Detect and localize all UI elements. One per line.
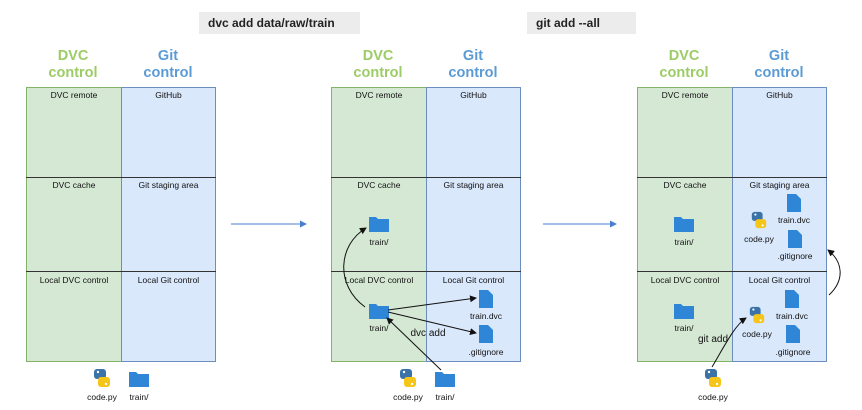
dvc-header-text: DVC control: [353, 48, 403, 81]
folder-icon: [369, 217, 389, 232]
dvc-cache-label: DVC cache: [663, 180, 707, 190]
code-py-label: code.py: [698, 392, 728, 402]
git-control-header: Git control: [121, 48, 215, 82]
dvc-remote-label: DVC remote: [355, 90, 403, 100]
dvc-add-arrow-label: dvc add: [410, 328, 446, 339]
github-label: GitHub: [460, 90, 487, 100]
github-label: GitHub: [155, 90, 182, 100]
folder-icon: [435, 372, 455, 387]
gitignore-label: .gitignore: [468, 347, 504, 357]
code-py-label: code.py: [742, 329, 772, 339]
train-folder-label: train/: [369, 323, 389, 333]
cache-arrow: [343, 227, 367, 308]
train-folder-label: train/: [435, 392, 455, 402]
local-git-label: Local Git control: [442, 275, 505, 285]
python-icon: [94, 369, 110, 387]
file-icon: [479, 290, 493, 308]
row-divider: [331, 271, 521, 272]
git-staging-label: Git staging area: [443, 180, 504, 190]
code-py-label: code.py: [87, 392, 117, 402]
train-dvc-arrow: [387, 295, 477, 311]
git-header-text: Git control: [754, 48, 804, 81]
git-add-command: git add --all: [527, 12, 636, 34]
row-divider: [331, 177, 521, 178]
train-folder-label: train/: [129, 392, 149, 402]
staging-arrow: [827, 249, 841, 296]
row-divider: [637, 177, 827, 178]
git-control-header: Git control: [732, 48, 826, 82]
dvc-header-text: DVC control: [48, 48, 98, 81]
train-dvc-label: train.dvc: [775, 311, 809, 321]
train-dvc-label: train.dvc: [469, 311, 503, 321]
dvc-add-command: dvc add data/raw/train: [199, 12, 360, 34]
folder-icon: [369, 304, 389, 319]
train-dvc-label: train.dvc: [777, 215, 811, 225]
python-icon: [400, 369, 416, 387]
dvc-cache-label: DVC cache: [52, 180, 96, 190]
git-control-column: [426, 87, 521, 362]
git-add-arrow: [711, 317, 747, 368]
dvc-control-header: DVC control: [331, 48, 425, 82]
git-staging-label: Git staging area: [138, 180, 199, 190]
git-control-column: [732, 87, 827, 362]
file-icon: [786, 325, 800, 343]
file-icon: [479, 325, 493, 343]
git-control-header: Git control: [426, 48, 520, 82]
dvc-control-header: DVC control: [637, 48, 731, 82]
gitignore-label: .gitignore: [775, 347, 811, 357]
train-folder-label: train/: [369, 237, 389, 247]
row-divider: [26, 177, 216, 178]
local-dvc-label: Local DVC control: [39, 275, 109, 285]
python-icon: [705, 369, 721, 387]
row-divider: [26, 271, 216, 272]
code-py-label: code.py: [393, 392, 423, 402]
dvc-header-text: DVC control: [659, 48, 709, 81]
train-folder-label: train/: [674, 237, 694, 247]
local-git-label: Local Git control: [748, 275, 811, 285]
folder-icon: [674, 304, 694, 319]
dvc-remote-label: DVC remote: [661, 90, 709, 100]
file-icon: [785, 290, 799, 308]
git-control-column: [121, 87, 216, 362]
git-header-text: Git control: [448, 48, 498, 81]
dvc-remote-label: DVC remote: [50, 90, 98, 100]
gitignore-label: .gitignore: [777, 251, 813, 261]
git-staging-label: Git staging area: [749, 180, 810, 190]
code-py-label: code.py: [744, 234, 774, 244]
python-icon: [749, 306, 765, 324]
python-icon: [751, 211, 767, 229]
git-header-text: Git control: [143, 48, 193, 81]
local-dvc-label: Local DVC control: [344, 275, 414, 285]
dvc-cache-label: DVC cache: [357, 180, 401, 190]
train-folder-label: train/: [674, 323, 694, 333]
dvc-add-arrow: [386, 317, 442, 371]
github-label: GitHub: [766, 90, 793, 100]
local-dvc-label: Local DVC control: [650, 275, 720, 285]
file-icon: [787, 194, 801, 212]
dvc-control-header: DVC control: [26, 48, 120, 82]
file-icon: [788, 230, 802, 248]
gitignore-arrow: [387, 311, 477, 336]
git-add-arrow-label: git add: [697, 334, 729, 345]
row-divider: [637, 271, 827, 272]
dvc-control-column: [26, 87, 122, 362]
folder-icon: [674, 217, 694, 232]
local-git-label: Local Git control: [137, 275, 200, 285]
folder-icon: [129, 372, 149, 387]
